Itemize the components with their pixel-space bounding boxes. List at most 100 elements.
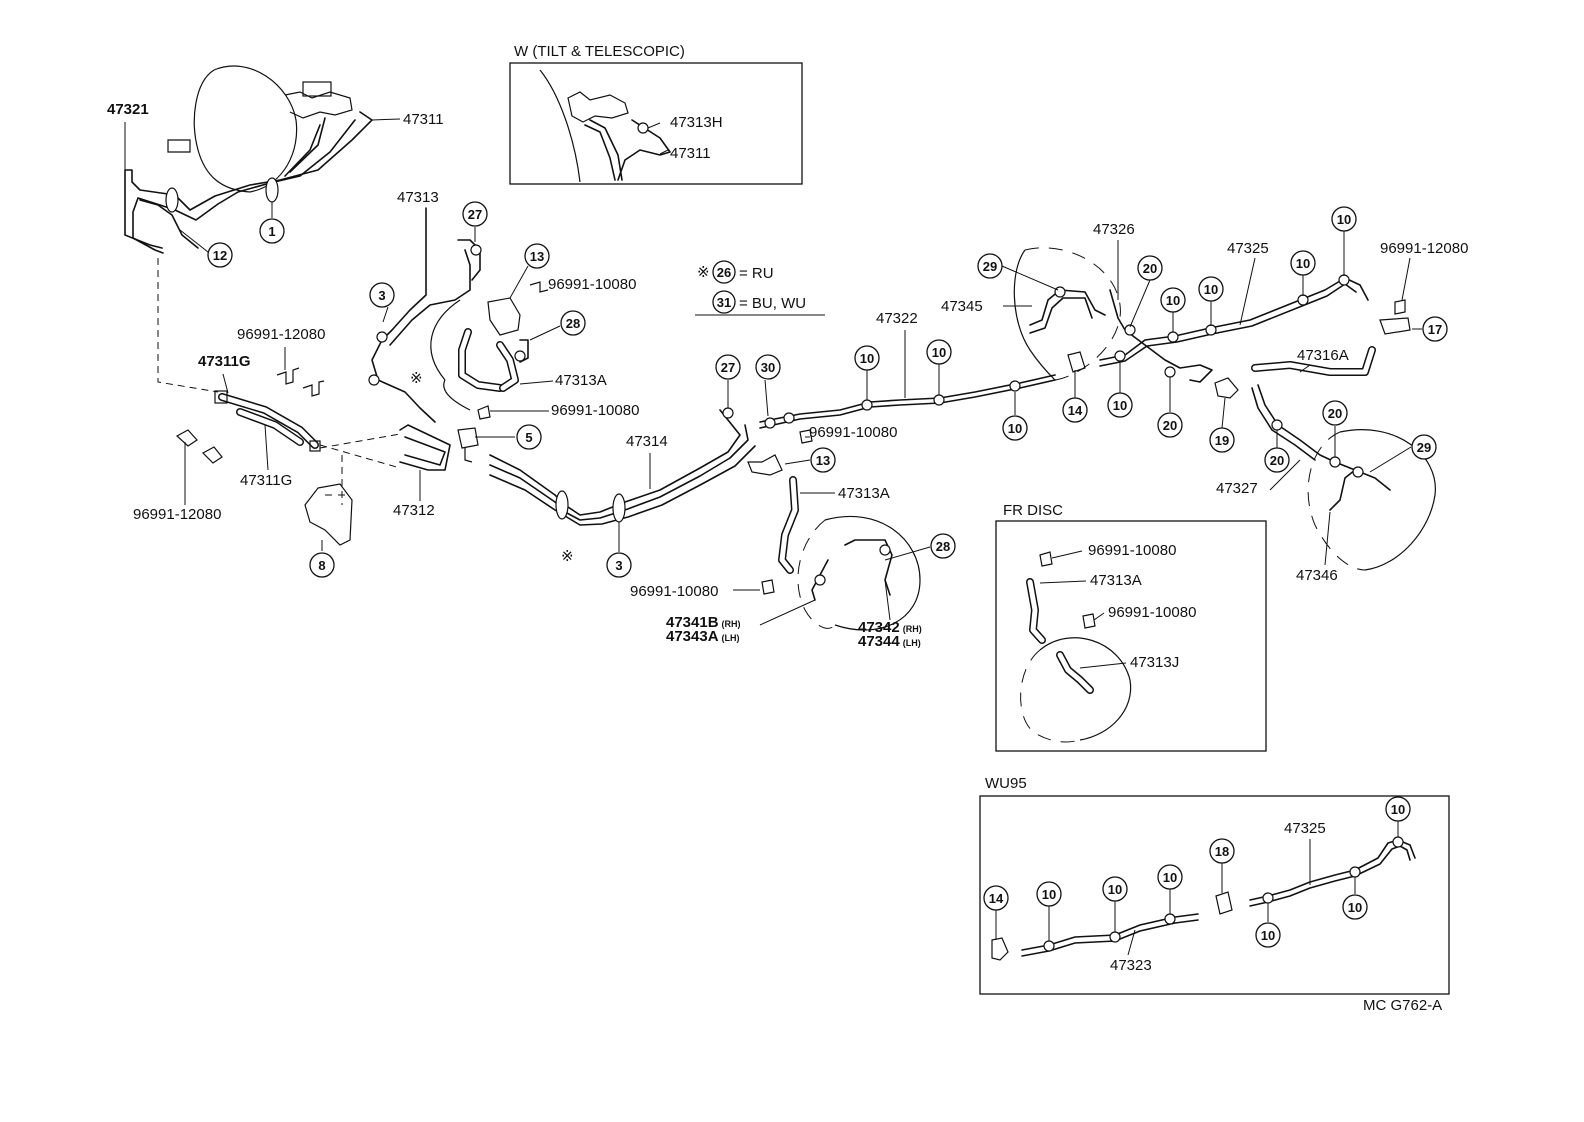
circled-ref-number: 10	[1166, 293, 1180, 308]
circled-ref-number: 13	[530, 249, 544, 264]
circled-ref-number: 10	[1337, 212, 1351, 227]
circled-ref-number: 29	[983, 259, 997, 274]
side-tag: (LH)	[722, 633, 740, 643]
part-number-label: 47316A	[1297, 347, 1349, 364]
part-number-label: 47312	[393, 502, 435, 519]
circled-ref: 27	[715, 354, 741, 380]
legend-text-2: = BU, WU	[739, 295, 806, 312]
circled-ref: 30	[755, 354, 781, 380]
bracket-13-upper	[458, 281, 549, 420]
side-part-number: 47344	[858, 633, 900, 650]
circled-ref-number: 20	[1143, 261, 1157, 276]
part-number-label: 96991-10080	[809, 424, 897, 441]
circled-ref-number: 5	[525, 430, 532, 445]
circled-ref: 12	[207, 242, 233, 268]
circled-ref: 10	[1331, 206, 1357, 232]
circled-ref: 20	[1322, 400, 1348, 426]
circled-ref-number: 10	[1008, 421, 1022, 436]
circled-ref: 10	[1002, 415, 1028, 441]
part-number-label: 47345	[941, 298, 983, 315]
rear-drum-right	[1251, 384, 1436, 571]
side-tag: (RH)	[722, 619, 741, 629]
circled-ref-number: 10	[1042, 887, 1056, 902]
clip-icons-left	[175, 367, 325, 464]
circled-ref-number: 10	[1391, 802, 1405, 817]
side-tag: (LH)	[903, 638, 921, 648]
circled-ref: 29	[977, 253, 1003, 279]
part-number-label: 47311G	[240, 472, 292, 489]
side-part-label: 47344(LH)	[858, 633, 921, 650]
circled-ref: 10	[1102, 876, 1128, 902]
circled-ref: 10	[926, 339, 952, 365]
legend-asterisk: ※	[697, 264, 710, 281]
inset-title-wu95: WU95	[985, 775, 1027, 792]
part-number-label: 96991-12080	[133, 506, 221, 523]
circled-ref-number: 27	[721, 360, 735, 375]
circled-ref: 10	[1198, 276, 1224, 302]
circled-ref-number: 10	[1113, 398, 1127, 413]
part-number-label: 96991-10080	[630, 583, 718, 600]
hose-47316a	[1251, 346, 1376, 376]
circled-ref-number: 8	[318, 558, 325, 573]
circled-ref: 18	[1209, 838, 1235, 864]
circled-ref: 10	[1290, 250, 1316, 276]
side-part-label: 47343A(LH)	[666, 628, 740, 645]
circled-ref-number: 14	[1068, 403, 1083, 418]
part-number-label: 47346	[1296, 567, 1338, 584]
part-number-label: 47321	[107, 101, 149, 118]
rear-brake-assembly	[1013, 247, 1411, 399]
circled-ref: 10	[1157, 864, 1183, 890]
circled-ref-number: 30	[761, 360, 775, 375]
circled-ref-number: 12	[213, 248, 227, 263]
part-number-label: 47327	[1216, 480, 1258, 497]
leader-lines	[124, 118, 1422, 956]
circled-ref: 10	[1255, 922, 1281, 948]
circled-ref: 17	[1422, 316, 1448, 342]
circled-ref-number: 29	[1417, 440, 1431, 455]
circled-ref-number: 1	[268, 224, 275, 239]
side-part-number: 47342	[858, 619, 900, 636]
side-tag: (RH)	[903, 624, 922, 634]
side-part-number: 47341B	[666, 614, 719, 631]
asterisk-marker: ※	[561, 548, 574, 565]
side-part-label: 47342(RH)	[858, 619, 922, 636]
side-part-number: 47343A	[666, 628, 719, 645]
circled-ref-number: 10	[1296, 256, 1310, 271]
circled-ref-number: 10	[932, 345, 946, 360]
part-number-label: 47313J	[1130, 654, 1179, 671]
part-number-label: 96991-12080	[237, 326, 325, 343]
inset-tilt-telescopic	[509, 62, 803, 185]
circled-ref: 10	[1107, 392, 1133, 418]
part-number-label: 47311	[670, 145, 711, 162]
circled-ref-number: 17	[1428, 322, 1442, 337]
circled-ref-number: 10	[1204, 282, 1218, 297]
part-number-label: 47311G	[198, 353, 251, 370]
circled-ref-number: 13	[816, 453, 830, 468]
bracket-13-lower	[747, 454, 783, 476]
circled-ref-number: 18	[1215, 844, 1229, 859]
circled-ref: 10	[1160, 287, 1186, 313]
part-number-label: 47311	[403, 111, 444, 128]
legend-text-1: = RU	[739, 265, 774, 282]
tubes-47321-47311	[124, 111, 373, 254]
circled-ref: 20	[1157, 412, 1183, 438]
side-part-label: 47341B(RH)	[666, 614, 741, 631]
part-number-label: 47322	[876, 310, 918, 327]
part-number-label: 47313A	[1090, 572, 1142, 589]
circled-ref-number: 3	[378, 288, 385, 303]
circled-ref: 28	[930, 533, 956, 559]
circled-ref: 1	[259, 218, 285, 244]
circled-ref: 13	[810, 447, 836, 473]
circled-ref: 8	[309, 552, 335, 578]
circled-ref-number: 27	[468, 207, 482, 222]
circled-ref: 13	[524, 243, 550, 269]
line-art	[124, 62, 1450, 995]
front-disc-right	[761, 476, 921, 631]
circled-ref-number: 20	[1270, 453, 1284, 468]
circled-ref: 5	[516, 424, 542, 450]
circled-ref: 10	[1385, 796, 1411, 822]
part-number-labels: 47321473114731396991-1008047313A96991-10…	[107, 101, 1468, 1014]
inset-title-frdisc: FR DISC	[1003, 502, 1063, 519]
circled-ref-number: 10	[1348, 900, 1362, 915]
